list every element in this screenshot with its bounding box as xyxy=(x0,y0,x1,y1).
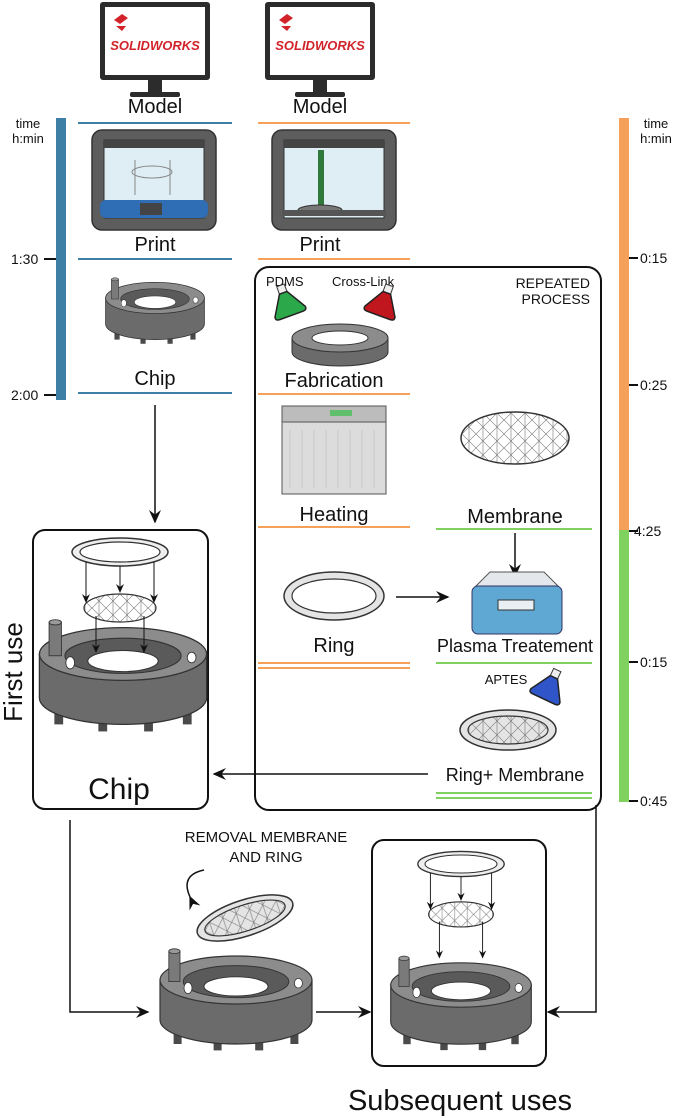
oven-icon xyxy=(281,405,387,495)
chip-icon-small xyxy=(105,277,205,345)
chip-icon-first-use xyxy=(38,619,208,733)
first-use-label: First use xyxy=(0,622,28,722)
left-model-label: Model xyxy=(128,96,182,118)
left-print-label: Print xyxy=(134,234,176,256)
plasma-machine-icon xyxy=(471,571,563,635)
removal-label-2: AND RING xyxy=(229,849,302,866)
right-tick-2: 0:25 xyxy=(640,377,667,393)
printer-icon-left xyxy=(91,129,217,231)
ring-membrane-icon xyxy=(459,709,557,751)
first-use-box xyxy=(32,529,209,810)
printer-icon-right xyxy=(271,129,397,231)
right-time-bar-orange xyxy=(619,118,629,530)
fabrication-label: Fabrication xyxy=(285,370,384,392)
insert-icon-first-use xyxy=(71,537,169,653)
repeated-title-1: REPEATED xyxy=(516,275,590,291)
heating-label: Heating xyxy=(300,504,369,526)
membrane-label: Membrane xyxy=(467,506,563,528)
repeated-process-box xyxy=(254,266,602,811)
crosslink-label: Cross-Link xyxy=(332,274,395,289)
right-model-label: Model xyxy=(293,96,347,118)
solidworks-logo-right: SOLIDWORKS xyxy=(275,38,365,53)
ring-membrane-label: Ring+ Membrane xyxy=(446,765,585,785)
subsequent-uses-box xyxy=(371,839,547,1067)
right-tick-1: 0:15 xyxy=(640,250,667,266)
ring-icon xyxy=(283,571,385,621)
ring-label: Ring xyxy=(313,635,354,657)
solidworks-logo-left: SOLIDWORKS xyxy=(110,38,200,53)
removed-membrane-icon xyxy=(196,894,294,942)
left-chip-label: Chip xyxy=(134,368,175,390)
right-time-header-1: time xyxy=(644,116,669,131)
right-time-header-2: h:min xyxy=(640,131,672,146)
removal-label-1: REMOVAL MEMBRANE xyxy=(185,829,348,846)
left-tick-2: 2:00 xyxy=(11,387,38,403)
left-time-header-2: h:min xyxy=(12,131,44,146)
membrane-icon xyxy=(460,411,570,465)
subsequent-uses-label: Subsequent uses xyxy=(348,1085,572,1117)
left-time-bar xyxy=(56,118,66,400)
aptes-label: APTES xyxy=(485,672,528,687)
chip-icon-removal xyxy=(159,948,313,1052)
insert-icon-subsequent xyxy=(417,850,505,959)
repeated-title-2: PROCESS xyxy=(522,291,590,307)
right-tick-5: 0:45 xyxy=(640,793,667,809)
mold-icon xyxy=(291,323,389,367)
right-tick-4: 0:15 xyxy=(640,654,667,670)
pdms-label: PDMS xyxy=(266,274,304,289)
right-time-bar-green xyxy=(619,530,629,802)
right-print-label: Print xyxy=(299,234,341,256)
first-use-chip-label: Chip xyxy=(88,773,150,806)
left-tick-1: 1:30 xyxy=(11,251,38,267)
right-tick-3: 4:25 xyxy=(634,523,661,539)
aptes-flask-icon xyxy=(528,662,573,707)
left-time-header-1: time xyxy=(16,116,41,131)
chip-icon-subsequent xyxy=(390,955,532,1051)
plasma-label: Plasma Treatement xyxy=(437,636,593,656)
